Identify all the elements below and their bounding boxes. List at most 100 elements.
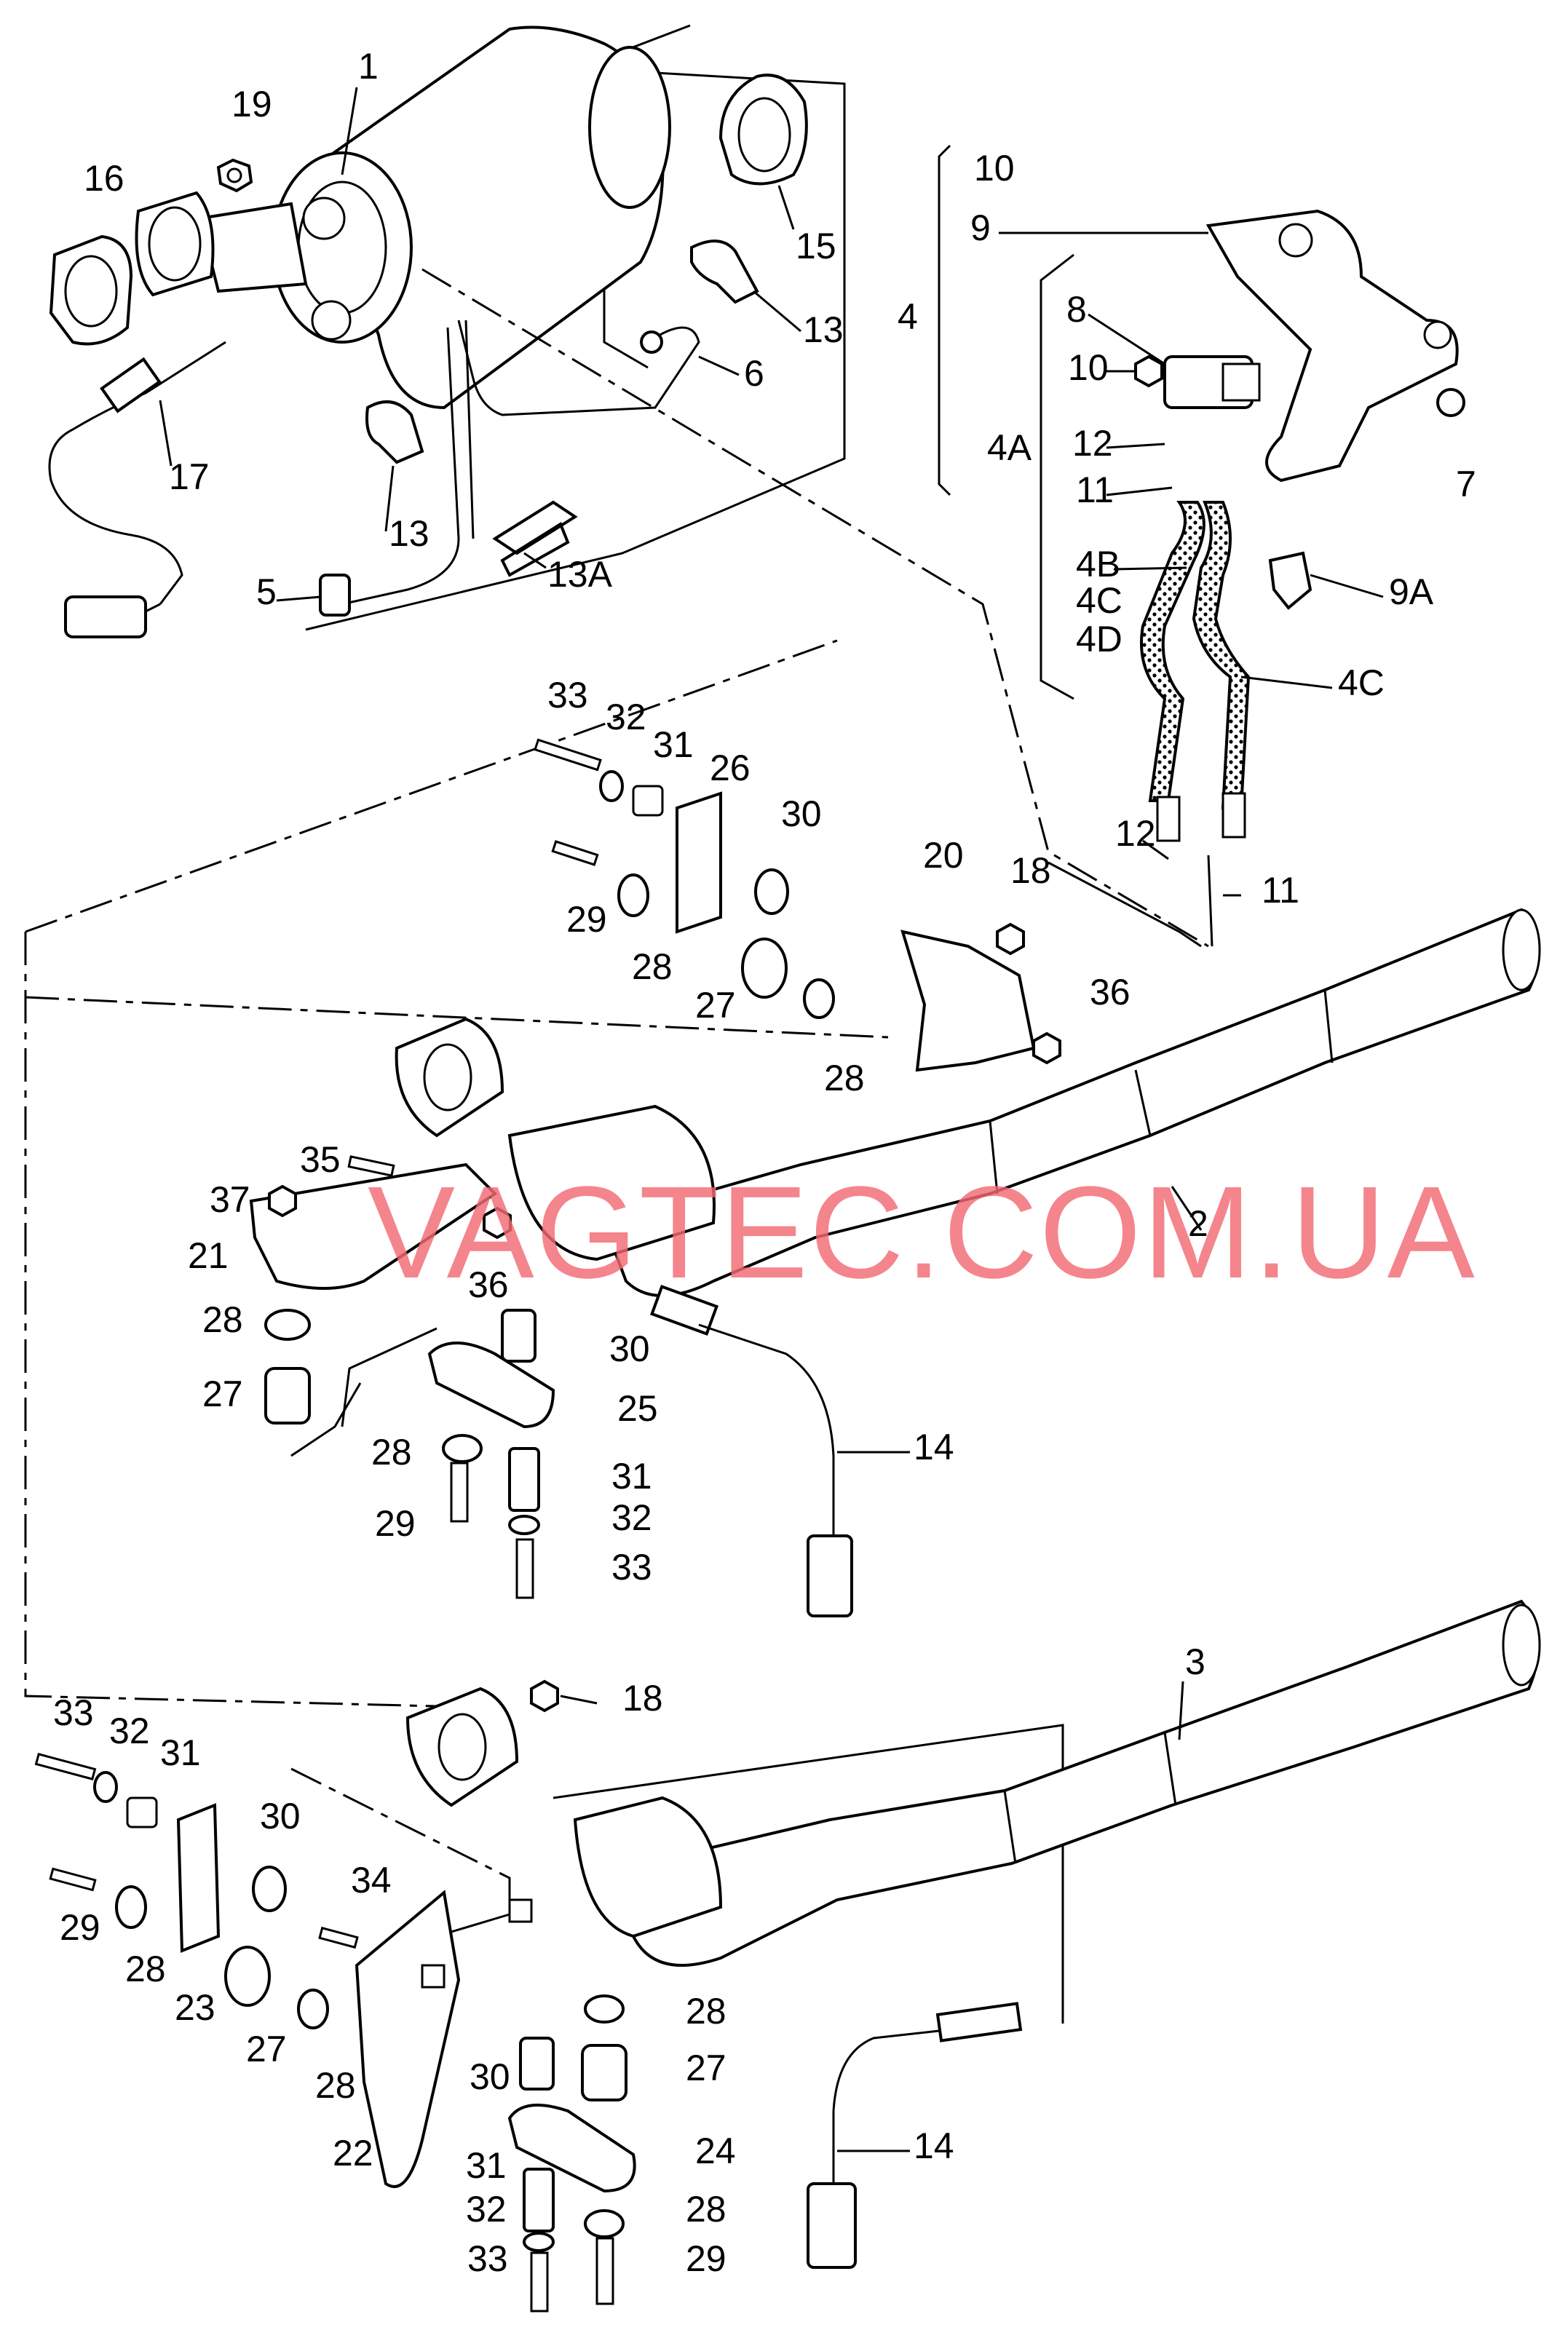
callout-6: 6	[744, 353, 764, 394]
callout-21: 21	[188, 1235, 229, 1276]
bracket-20	[900, 930, 1036, 1072]
callout-33: 33	[547, 675, 588, 716]
callout-7: 7	[1456, 464, 1476, 504]
sensor-17	[48, 341, 226, 638]
callout-11: 11	[1076, 469, 1114, 510]
callout-14: 14	[914, 1427, 954, 1467]
mount-set-25	[427, 1309, 555, 1599]
callout-37: 37	[210, 1179, 250, 1220]
mount-set-23	[34, 1753, 359, 2029]
callout-31: 31	[653, 724, 694, 765]
callout-27: 27	[246, 2029, 287, 2069]
callout-11: 11	[1262, 870, 1299, 911]
pipe-5	[341, 327, 460, 606]
callout-18: 18	[1010, 850, 1051, 891]
callout-28: 28	[371, 1432, 412, 1473]
callout-2: 2	[1188, 1203, 1208, 1244]
lambda-sensor-14-front	[650, 1284, 853, 1617]
callout-28: 28	[202, 1299, 243, 1340]
callout-14: 14	[914, 2125, 954, 2166]
bracket-21	[249, 1162, 498, 1290]
section-front-pipe	[24, 268, 1541, 1708]
callout-29: 29	[566, 899, 607, 940]
hose-4C	[1192, 501, 1251, 809]
callout-25: 25	[617, 1388, 658, 1429]
callout-33: 33	[53, 1692, 94, 1733]
callout-30: 30	[260, 1796, 301, 1836]
callout-32: 32	[109, 1711, 150, 1751]
callout-27: 27	[686, 2048, 726, 2088]
callout-28: 28	[125, 1949, 166, 1989]
callout-1: 1	[358, 46, 379, 87]
mount-set-24	[507, 1994, 636, 2313]
callout-4B: 4B	[1076, 544, 1120, 585]
callout-8: 8	[1066, 289, 1087, 330]
callout-32: 32	[611, 1497, 652, 1538]
callout-18: 18	[622, 1678, 663, 1719]
clip-13A	[492, 500, 578, 577]
callout-4C: 4C	[1338, 662, 1385, 703]
callout-13: 13	[803, 309, 844, 350]
callout-4A: 4A	[987, 427, 1032, 468]
callout-36: 36	[1090, 972, 1131, 1013]
bolt-7	[1436, 388, 1465, 417]
callout-19: 19	[231, 84, 272, 124]
callout-29: 29	[375, 1503, 416, 1544]
callout-15: 15	[796, 226, 836, 266]
clamp-13-upper	[690, 239, 759, 304]
callout-13: 13	[389, 513, 429, 554]
lambda-sensor-14-rear	[807, 2002, 1023, 2269]
inlet-pipe	[198, 202, 308, 293]
callout-35: 35	[300, 1139, 341, 1180]
callout-4: 4	[898, 296, 918, 337]
callout-12: 12	[1072, 423, 1113, 464]
callout-30: 30	[609, 1328, 650, 1369]
callout-20: 20	[923, 835, 964, 876]
callout-27: 27	[202, 1374, 243, 1414]
callout-29: 29	[686, 2238, 726, 2279]
catalyst-front	[507, 1104, 716, 1261]
callout-30: 30	[470, 2056, 510, 2097]
callout-34: 34	[351, 1860, 392, 1901]
callout-32: 32	[466, 2189, 507, 2230]
exhaust-pipe-3	[609, 1599, 1540, 1967]
callout-31: 31	[466, 2145, 507, 2186]
callout-5: 5	[256, 571, 277, 612]
section-pressure-sensor	[938, 144, 1465, 948]
callout-36: 36	[468, 1264, 509, 1305]
callout-16: 16	[84, 158, 124, 199]
callout-30: 30	[781, 793, 822, 834]
callout-23: 23	[175, 1987, 215, 2028]
callout-22: 22	[333, 2133, 373, 2174]
dashed-link	[421, 268, 1209, 948]
callout-28: 28	[824, 1058, 865, 1098]
callout-31: 31	[611, 1456, 652, 1497]
callout-10: 10	[974, 148, 1015, 189]
callout-28: 28	[632, 946, 673, 987]
callout-4C: 4C	[1076, 580, 1122, 621]
clip-9A	[1268, 551, 1312, 610]
callout-4D: 4D	[1076, 619, 1122, 659]
watermark-text: VAGTEC.COM.UA	[368, 1160, 1476, 1306]
section-particulate-filter	[48, 24, 846, 638]
callout-10: 10	[1068, 347, 1109, 388]
callout-27: 27	[695, 985, 736, 1026]
callout-33: 33	[467, 2238, 508, 2279]
bracket-9	[1205, 209, 1459, 483]
callout-28: 28	[315, 2065, 356, 2106]
callout-13A: 13A	[547, 554, 613, 595]
callout-32: 32	[606, 697, 646, 737]
catalyst-rear	[573, 1796, 723, 1938]
callout-26: 26	[710, 748, 751, 788]
callout-29: 29	[60, 1907, 100, 1948]
callout-28: 28	[686, 2189, 726, 2230]
section-front-pipe-2	[34, 1327, 1541, 2313]
callout-33: 33	[611, 1547, 652, 1588]
callout-9A: 9A	[1389, 571, 1434, 612]
callout-labels: 1 19 16 15 13 6 17 13 13A 5 10 9 4 8 10 …	[53, 46, 1476, 2279]
callout-17: 17	[169, 456, 210, 497]
mount-set-26	[534, 738, 835, 1019]
hose-4B	[1140, 501, 1205, 802]
callout-24: 24	[695, 2131, 736, 2171]
